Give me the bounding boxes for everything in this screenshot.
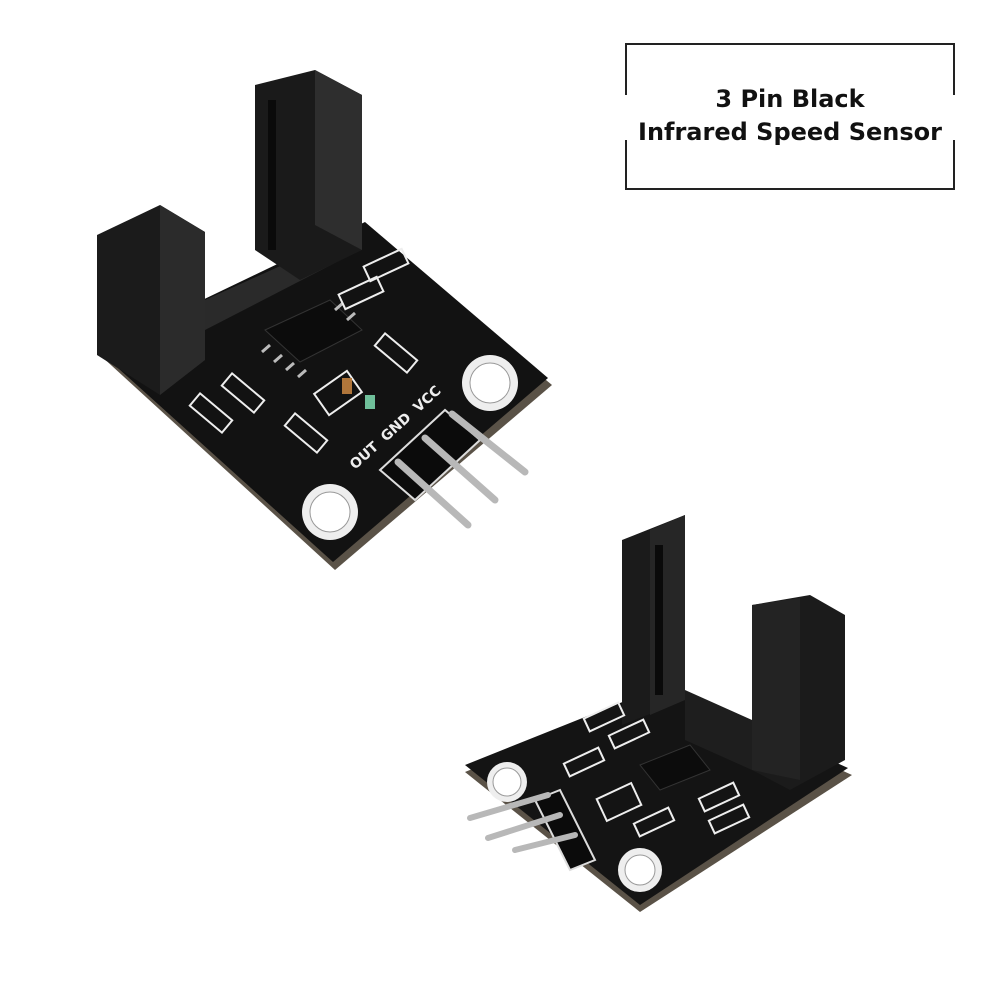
title-box: 3 Pin Black Infrared Speed Sensor (625, 43, 955, 190)
frame-left-bottom (625, 140, 627, 190)
sensor-module-top: OUT GND VCC (97, 70, 552, 570)
frame-right-top (953, 43, 955, 95)
ic-chip (264, 299, 363, 363)
ic-chip (639, 744, 711, 791)
sensor-module-bottom (465, 515, 852, 912)
title-line-1: 3 Pin Black (715, 85, 865, 113)
product-title: 3 Pin Black Infrared Speed Sensor (625, 83, 955, 149)
title-line-2: Infrared Speed Sensor (638, 118, 942, 146)
smd-components (562, 701, 751, 838)
frame-left-top (625, 43, 627, 95)
frame-bottom (625, 188, 955, 190)
smd-components (188, 247, 419, 455)
frame-top (625, 43, 955, 45)
header-pins (467, 792, 578, 853)
frame-right-bottom (953, 140, 955, 190)
header-pins (394, 410, 529, 529)
